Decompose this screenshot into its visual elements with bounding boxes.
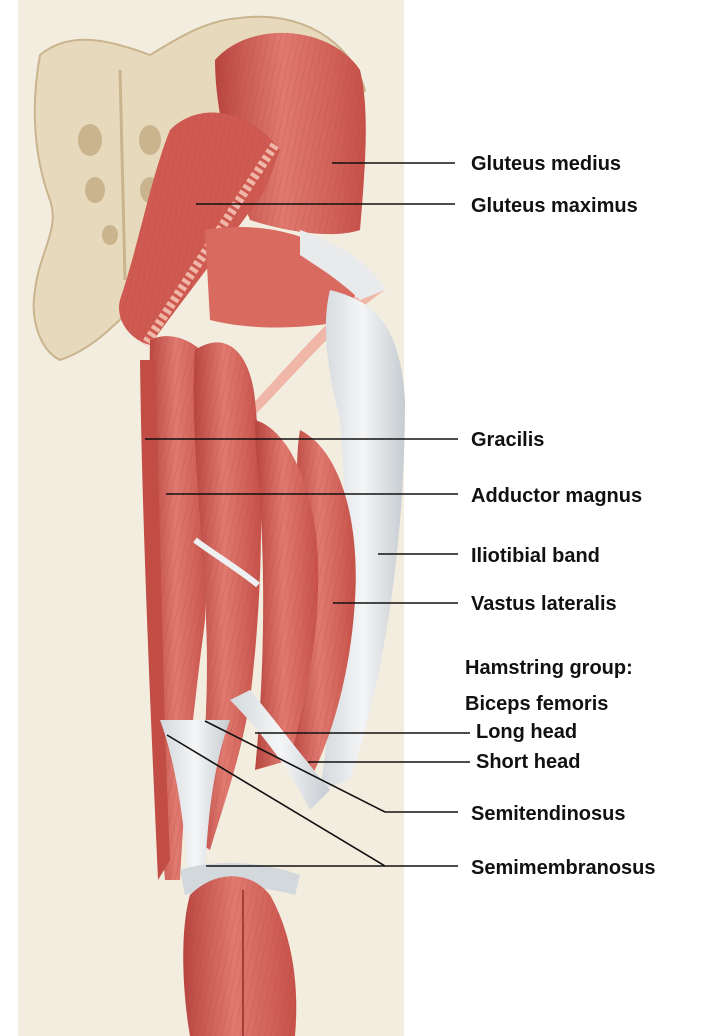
label-gluteus-maximus: Gluteus maximus: [471, 194, 638, 218]
label-gluteus-medius: Gluteus medius: [471, 152, 621, 176]
label-semimembranosus: Semimembranosus: [471, 856, 656, 880]
label-iliotibial-band: Iliotibial band: [471, 544, 600, 568]
label-semitendinosus: Semitendinosus: [471, 802, 625, 826]
label-short-head: Short head: [476, 750, 580, 774]
label-adductor-magnus: Adductor magnus: [471, 484, 642, 508]
label-gracilis: Gracilis: [471, 428, 544, 452]
label-biceps-femoris: Biceps femoris: [465, 692, 608, 716]
label-hamstring-group: Hamstring group:: [465, 656, 633, 680]
label-long-head: Long head: [476, 720, 577, 744]
label-vastus-lateralis: Vastus lateralis: [471, 592, 617, 616]
